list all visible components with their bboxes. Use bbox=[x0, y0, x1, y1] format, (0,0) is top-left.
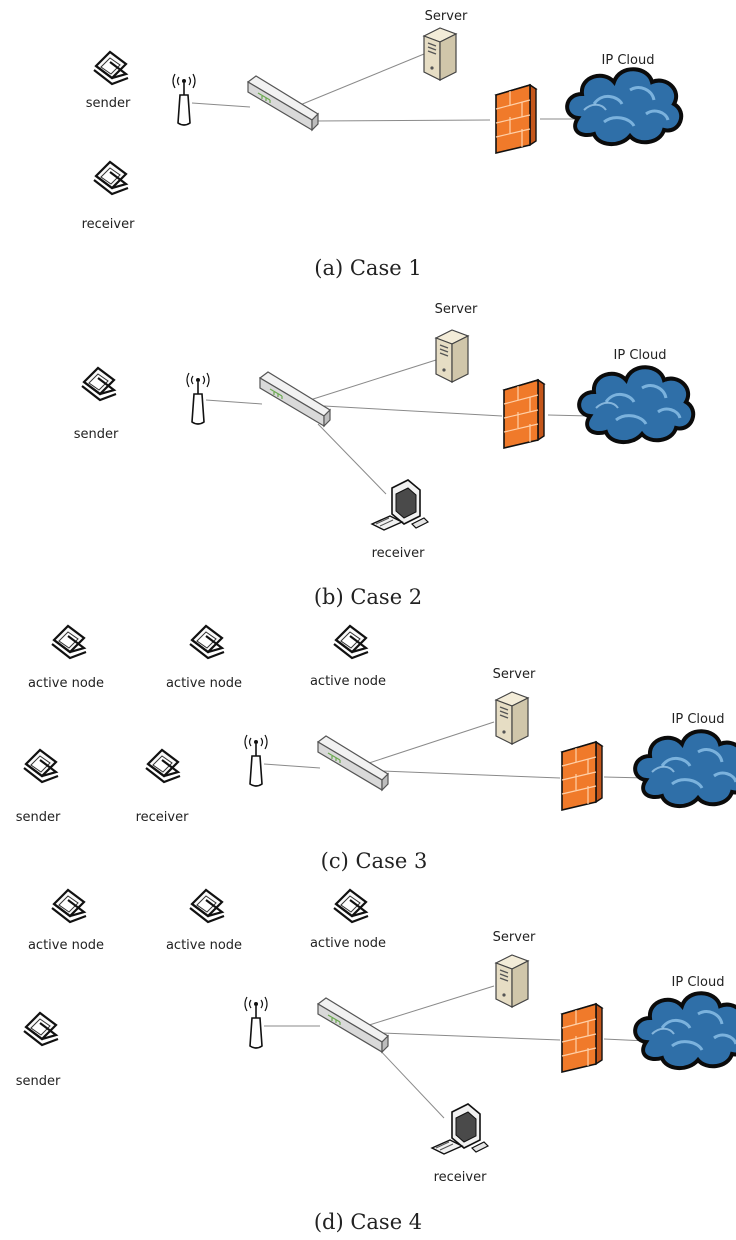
active-node-laptop-icon bbox=[50, 888, 88, 924]
firewall-icon bbox=[561, 741, 603, 811]
cloud-label: IP Cloud bbox=[602, 53, 655, 68]
link-switch-server bbox=[299, 53, 425, 106]
server-icon bbox=[423, 27, 457, 81]
receiver-label: receiver bbox=[372, 546, 426, 561]
link-switch-firewall bbox=[381, 1032, 561, 1041]
link-firewall-cloud bbox=[547, 414, 591, 417]
receiver-laptop-icon bbox=[92, 160, 130, 196]
link-ap-switch bbox=[191, 102, 251, 108]
ip-cloud-icon bbox=[565, 67, 684, 147]
wireless-access-point-icon bbox=[172, 73, 196, 126]
receiver-laptop-icon bbox=[144, 748, 182, 784]
sender-laptop-icon bbox=[80, 366, 118, 402]
active-node-label: active node bbox=[28, 938, 104, 953]
firewall-icon bbox=[561, 1003, 603, 1073]
server-label: Server bbox=[425, 9, 468, 24]
link-switch-server bbox=[309, 359, 437, 401]
network-switch-icon bbox=[259, 371, 331, 427]
caption-case-2: (b) Case 2 bbox=[314, 585, 422, 609]
active-node-laptop-icon bbox=[188, 624, 226, 660]
cloud-label: IP Cloud bbox=[672, 975, 725, 990]
receiver-label: receiver bbox=[136, 810, 190, 825]
caption-case-1: (a) Case 1 bbox=[314, 256, 421, 280]
link-ap-switch bbox=[205, 399, 263, 405]
receiver-label: receiver bbox=[434, 1170, 488, 1185]
link-switch-firewall bbox=[323, 405, 503, 417]
sender-label: sender bbox=[16, 810, 61, 825]
sender-laptop-icon bbox=[22, 748, 60, 784]
sender-laptop-icon bbox=[22, 1011, 60, 1047]
link-switch-receiver bbox=[317, 423, 387, 495]
cloud-label: IP Cloud bbox=[614, 348, 667, 363]
firewall-icon bbox=[495, 84, 537, 154]
ip-cloud-icon bbox=[633, 991, 736, 1071]
server-icon bbox=[435, 329, 469, 383]
firewall-icon bbox=[503, 379, 545, 449]
active-node-label: active node bbox=[166, 676, 242, 691]
caption-case-4: (d) Case 4 bbox=[314, 1210, 422, 1234]
server-icon bbox=[495, 954, 529, 1008]
panel-case-1: sender receiver Server IP Cloud (a) Case… bbox=[82, 9, 684, 280]
link-switch-server bbox=[365, 721, 495, 765]
sender-label: sender bbox=[86, 96, 131, 111]
network-switch-icon bbox=[247, 75, 319, 131]
wireless-access-point-icon bbox=[244, 996, 268, 1049]
link-switch-firewall bbox=[313, 119, 491, 122]
active-node-laptop-icon bbox=[188, 888, 226, 924]
ip-cloud-icon bbox=[633, 729, 736, 809]
receiver-desktop-icon bbox=[371, 479, 429, 531]
link-switch-server bbox=[365, 985, 495, 1027]
active-node-laptop-icon bbox=[332, 624, 370, 660]
sender-laptop-icon bbox=[92, 50, 130, 86]
receiver-label: receiver bbox=[82, 217, 136, 232]
caption-case-3: (c) Case 3 bbox=[321, 849, 428, 873]
sender-label: sender bbox=[74, 427, 119, 442]
sender-label: sender bbox=[16, 1074, 61, 1089]
server-label: Server bbox=[435, 302, 478, 317]
wireless-access-point-icon bbox=[186, 372, 210, 425]
link-ap-switch bbox=[263, 763, 321, 769]
server-label: Server bbox=[493, 930, 536, 945]
active-node-label: active node bbox=[310, 936, 386, 951]
panel-case-2: sender Server IP Cloud receiver (b) Case… bbox=[74, 302, 696, 609]
network-switch-icon bbox=[317, 997, 389, 1053]
network-switch-icon bbox=[317, 735, 389, 791]
active-node-label: active node bbox=[166, 938, 242, 953]
active-node-laptop-icon bbox=[332, 888, 370, 924]
active-node-label: active node bbox=[28, 676, 104, 691]
server-icon bbox=[495, 691, 529, 745]
panel-case-3: active node active node active node send… bbox=[16, 624, 736, 873]
active-node-label: active node bbox=[310, 674, 386, 689]
link-switch-firewall bbox=[381, 770, 561, 779]
cloud-label: IP Cloud bbox=[672, 712, 725, 727]
panel-case-4: active node active node active node send… bbox=[16, 888, 736, 1234]
receiver-desktop-icon bbox=[431, 1103, 489, 1155]
wireless-access-point-icon bbox=[244, 734, 268, 787]
server-label: Server bbox=[493, 667, 536, 682]
ip-cloud-icon bbox=[577, 365, 696, 445]
active-node-laptop-icon bbox=[50, 624, 88, 660]
link-switch-receiver bbox=[375, 1045, 445, 1119]
